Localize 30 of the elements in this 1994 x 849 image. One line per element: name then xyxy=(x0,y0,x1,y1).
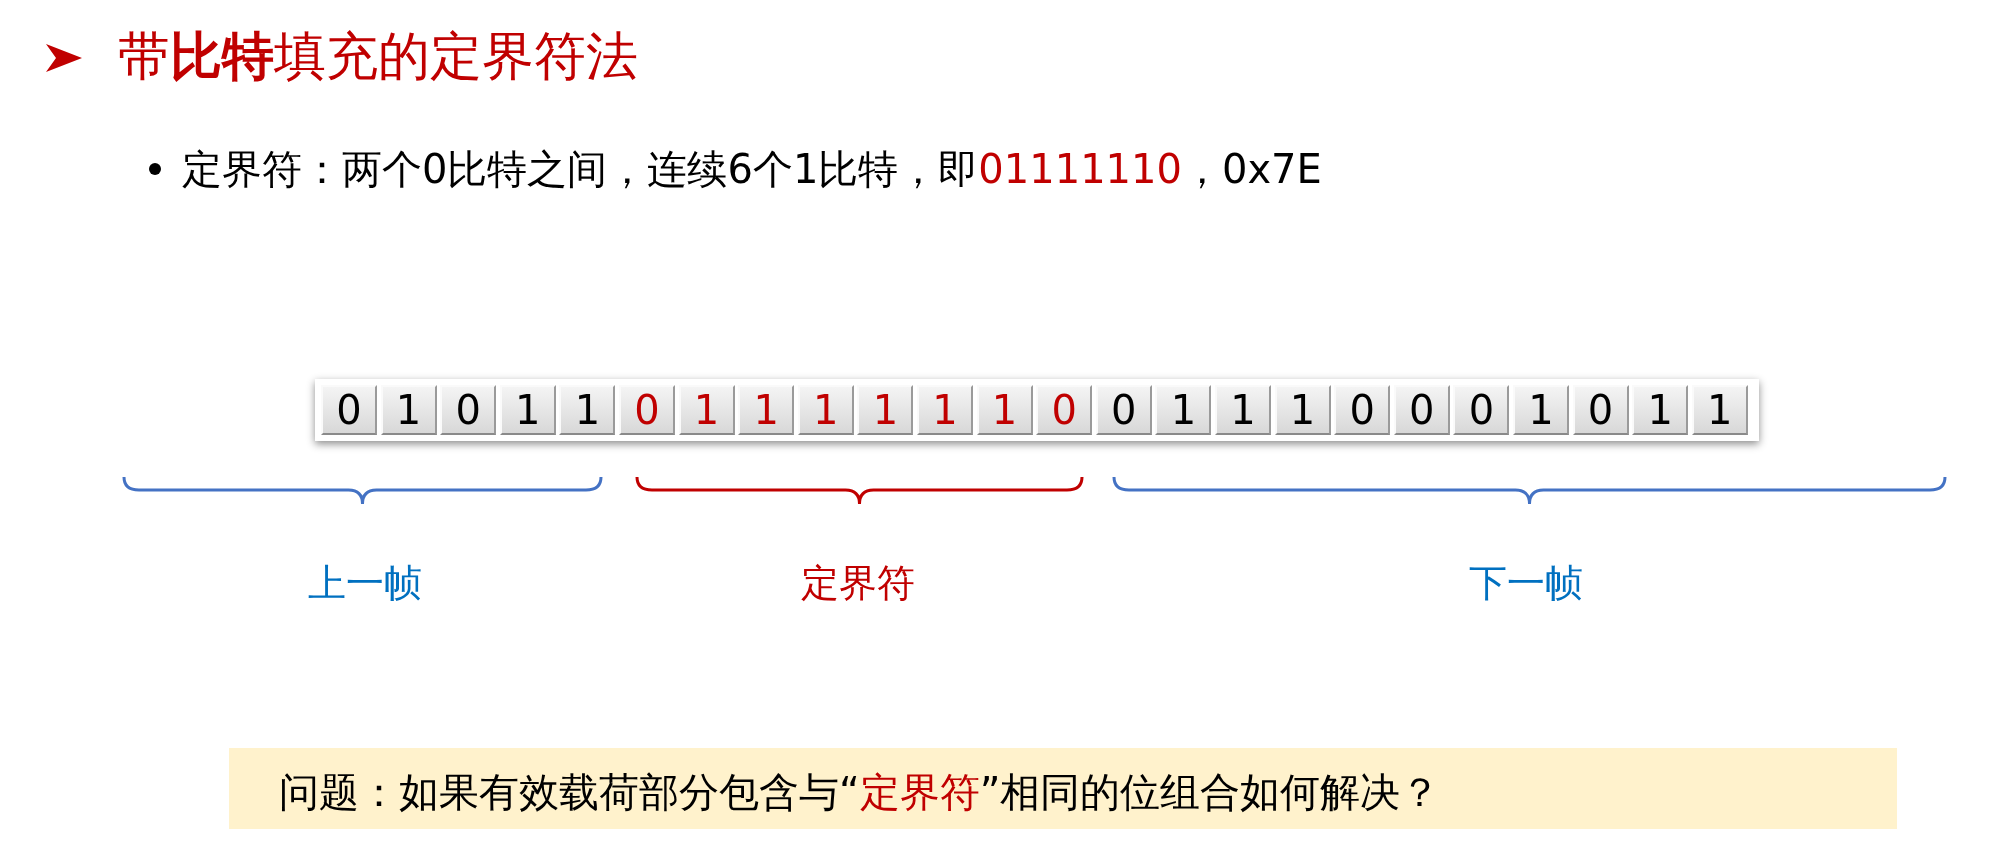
bit-key: 1 xyxy=(797,385,854,435)
bit-key: 1 xyxy=(1513,385,1569,435)
bit-key: 1 xyxy=(678,385,735,435)
bullet-text: 定界符：两个0比特之间，连续6个1比特，即01111110，0x7E xyxy=(182,145,1322,194)
bit-key: 0 xyxy=(321,385,377,435)
bit-key: 1 xyxy=(917,385,973,435)
bit-key: 0 xyxy=(1095,385,1152,435)
bit-key: 1 xyxy=(738,385,795,435)
bit-key: 0 xyxy=(619,385,675,435)
bit-key: 1 xyxy=(1274,385,1331,435)
frame-label: 上一帧 xyxy=(308,560,422,607)
bit-key: 1 xyxy=(559,385,616,435)
bit-key: 1 xyxy=(1691,385,1748,435)
bit-key: 0 xyxy=(1334,385,1391,435)
bit-key: 0 xyxy=(1036,385,1093,435)
bit-key: 0 xyxy=(1393,385,1450,435)
bit-key: 0 xyxy=(1453,385,1510,435)
bit-key: 0 xyxy=(1572,385,1629,435)
bit-key: 1 xyxy=(1632,385,1689,435)
bit-key: 1 xyxy=(1155,385,1212,435)
bit-key: 1 xyxy=(499,385,556,435)
bit-key: 1 xyxy=(857,385,914,435)
bit-key: 1 xyxy=(1215,385,1271,435)
question-box: 问题：如果有效载荷部分包含与“定界符”相同的位组合如何解决？ xyxy=(229,748,1897,829)
frame-label: 定界符 xyxy=(801,560,915,607)
frame-label: 下一帧 xyxy=(1469,560,1583,607)
bit-key: 1 xyxy=(380,385,437,435)
slide-title: 带比特填充的定界符法 xyxy=(118,25,638,88)
bit-key: 1 xyxy=(976,385,1033,435)
bit-key: 0 xyxy=(440,385,497,435)
